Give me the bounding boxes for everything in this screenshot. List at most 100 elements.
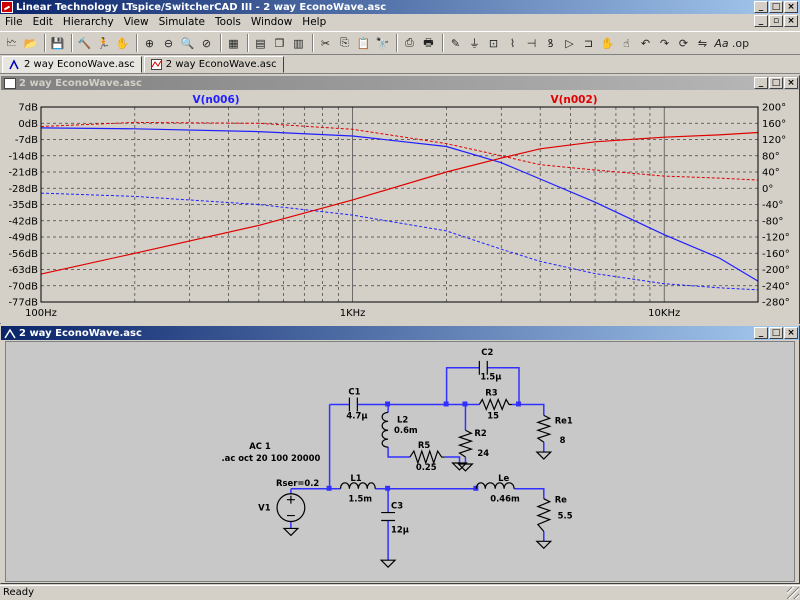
waveform-icon [150,59,162,70]
menu-help[interactable]: Help [302,16,327,28]
redo-icon[interactable]: ↷ [659,36,670,50]
capacitor-c1[interactable] [348,397,358,412]
paste-icon[interactable]: 📋 [356,36,371,50]
x-tick-label: 100Hz [25,308,57,319]
y-right-tick-label: -120° [762,233,790,244]
mdi-close-button[interactable]: × [784,15,798,27]
y-left-tick-label: -63dB [8,265,38,276]
ground-icon [457,463,474,472]
minimize-button[interactable]: _ [754,1,768,13]
y-left-tick-label: -70dB [8,281,38,292]
capacitor-c2[interactable] [478,360,488,375]
new-schematic-icon[interactable]: 🗠 [5,35,18,49]
schematic-maximize-button[interactable]: □ [769,327,783,339]
print-icon[interactable]: 🖶 [423,35,434,49]
schematic-window-title: 2 way EconoWave.asc [19,327,142,339]
menu-hierarchy[interactable]: Hierarchy [62,16,114,28]
rotate-icon[interactable]: ⟳ [678,36,689,50]
plot-frame [40,106,759,303]
maximize-button[interactable]: □ [769,1,783,13]
draw-wire-icon[interactable]: ✎ [450,36,461,50]
tab-schematic[interactable]: 2 way EconoWave.asc [2,56,142,73]
resistor-r5[interactable] [409,449,445,465]
capacitor-icon[interactable]: ⊣ [526,36,537,50]
close-button[interactable]: × [784,1,798,13]
menu-view[interactable]: View [123,16,149,28]
ground-icon [451,462,468,471]
resistor-icon[interactable]: ⌇ [509,36,516,50]
y-right-tick-label: 200° [762,103,786,114]
print-setup-icon[interactable]: ⎙ [405,36,414,49]
c2-label: C2 [481,347,493,357]
undo-icon[interactable]: ↶ [640,36,651,50]
toolbar-separator [220,34,222,52]
spice-directive-icon[interactable]: .op [731,36,750,50]
save-icon[interactable]: 💾 [50,36,65,50]
menu-edit[interactable]: Edit [32,16,53,28]
toolbar-separator [247,34,249,52]
schematic-window: 2 way EconoWave.asc _ □ × [0,325,800,584]
inductor-l2[interactable] [381,411,389,448]
le-value: 0.46m [490,494,520,504]
toolbar-separator [136,34,138,52]
tile-horizontal-icon[interactable]: ▤ [255,36,266,50]
drag-icon[interactable]: ☝ [623,36,630,50]
resistor-r3[interactable] [478,397,513,412]
label-net-icon[interactable]: ⊡ [488,36,499,50]
run-icon[interactable]: 🏃 [96,36,111,50]
menu-simulate[interactable]: Simulate [158,16,206,28]
resistor-r2[interactable] [457,429,474,458]
cascade-icon[interactable]: ❐ [274,36,285,50]
capacitor-c3[interactable] [381,511,396,522]
plot-grid [40,106,759,303]
zoom-out-icon[interactable]: ⊖ [163,36,174,50]
text-icon[interactable]: Aa [714,36,729,50]
schematic-window-titlebar: 2 way EconoWave.asc _ □ × [1,326,799,340]
menu-file[interactable]: File [5,16,23,28]
autorange-icon[interactable]: ▦ [228,36,239,50]
c3-label: C3 [391,501,403,511]
inductor-le[interactable] [475,482,515,489]
control-panel-icon[interactable]: 🔨 [77,36,92,50]
resistor-re1[interactable] [535,414,552,443]
waveform-window-title: 2 way EconoWave.asc [19,77,142,89]
menu-window[interactable]: Window [250,16,293,28]
resize-grip[interactable] [787,587,799,599]
diode-icon[interactable]: ▷ [565,36,574,50]
open-icon[interactable]: 📂 [23,36,38,50]
inductor-l1[interactable] [339,482,376,489]
schematic-canvas[interactable]: C2 1.5µ C1 4.7µ R3 15 Re1 8 L2 0.6m R2 2… [5,341,795,582]
find-icon[interactable]: 🔭 [375,36,390,50]
plot-minimize-button[interactable]: _ [754,77,768,89]
mirror-icon[interactable]: ⇋ [697,36,708,50]
plot-maximize-button[interactable]: □ [769,77,783,89]
plot-close-button[interactable]: × [784,77,798,89]
ground-icon[interactable]: ⏚ [469,37,480,50]
tab-waveform[interactable]: 2 way EconoWave.asc [143,56,284,73]
r2-value: 24 [477,448,489,458]
halt-icon[interactable]: ✋ [115,36,130,50]
cut-icon[interactable]: ✂ [320,36,331,50]
mdi-restore-button[interactable]: ▫ [769,15,783,27]
y-left-tick-label: -56dB [8,249,38,260]
schematic-minimize-button[interactable]: _ [754,327,768,339]
zoom-fit-icon[interactable]: 🔍 [180,36,195,50]
y-left-tick-label: -49dB [8,233,38,244]
schematic-icon [9,59,20,70]
mdi-minimize-button[interactable]: _ [754,15,768,27]
copy-icon[interactable]: ⎘ [340,36,349,49]
schematic-close-button[interactable]: × [784,327,798,339]
tile-vertical-icon[interactable]: ▥ [293,36,304,50]
resistor-re[interactable] [536,498,552,532]
voltage-source-v1[interactable] [276,493,306,523]
y-right-tick-label: 80° [762,151,780,162]
inductor-icon[interactable]: ꝸ [547,36,554,50]
move-icon[interactable]: ✋ [600,36,615,50]
zoom-cancel-icon[interactable]: ⊘ [201,36,212,50]
component-icon[interactable]: ⊐ [583,36,594,50]
menu-tools[interactable]: Tools [215,16,241,28]
zoom-in-icon[interactable]: ⊕ [144,36,155,50]
schematic-components [276,360,553,568]
